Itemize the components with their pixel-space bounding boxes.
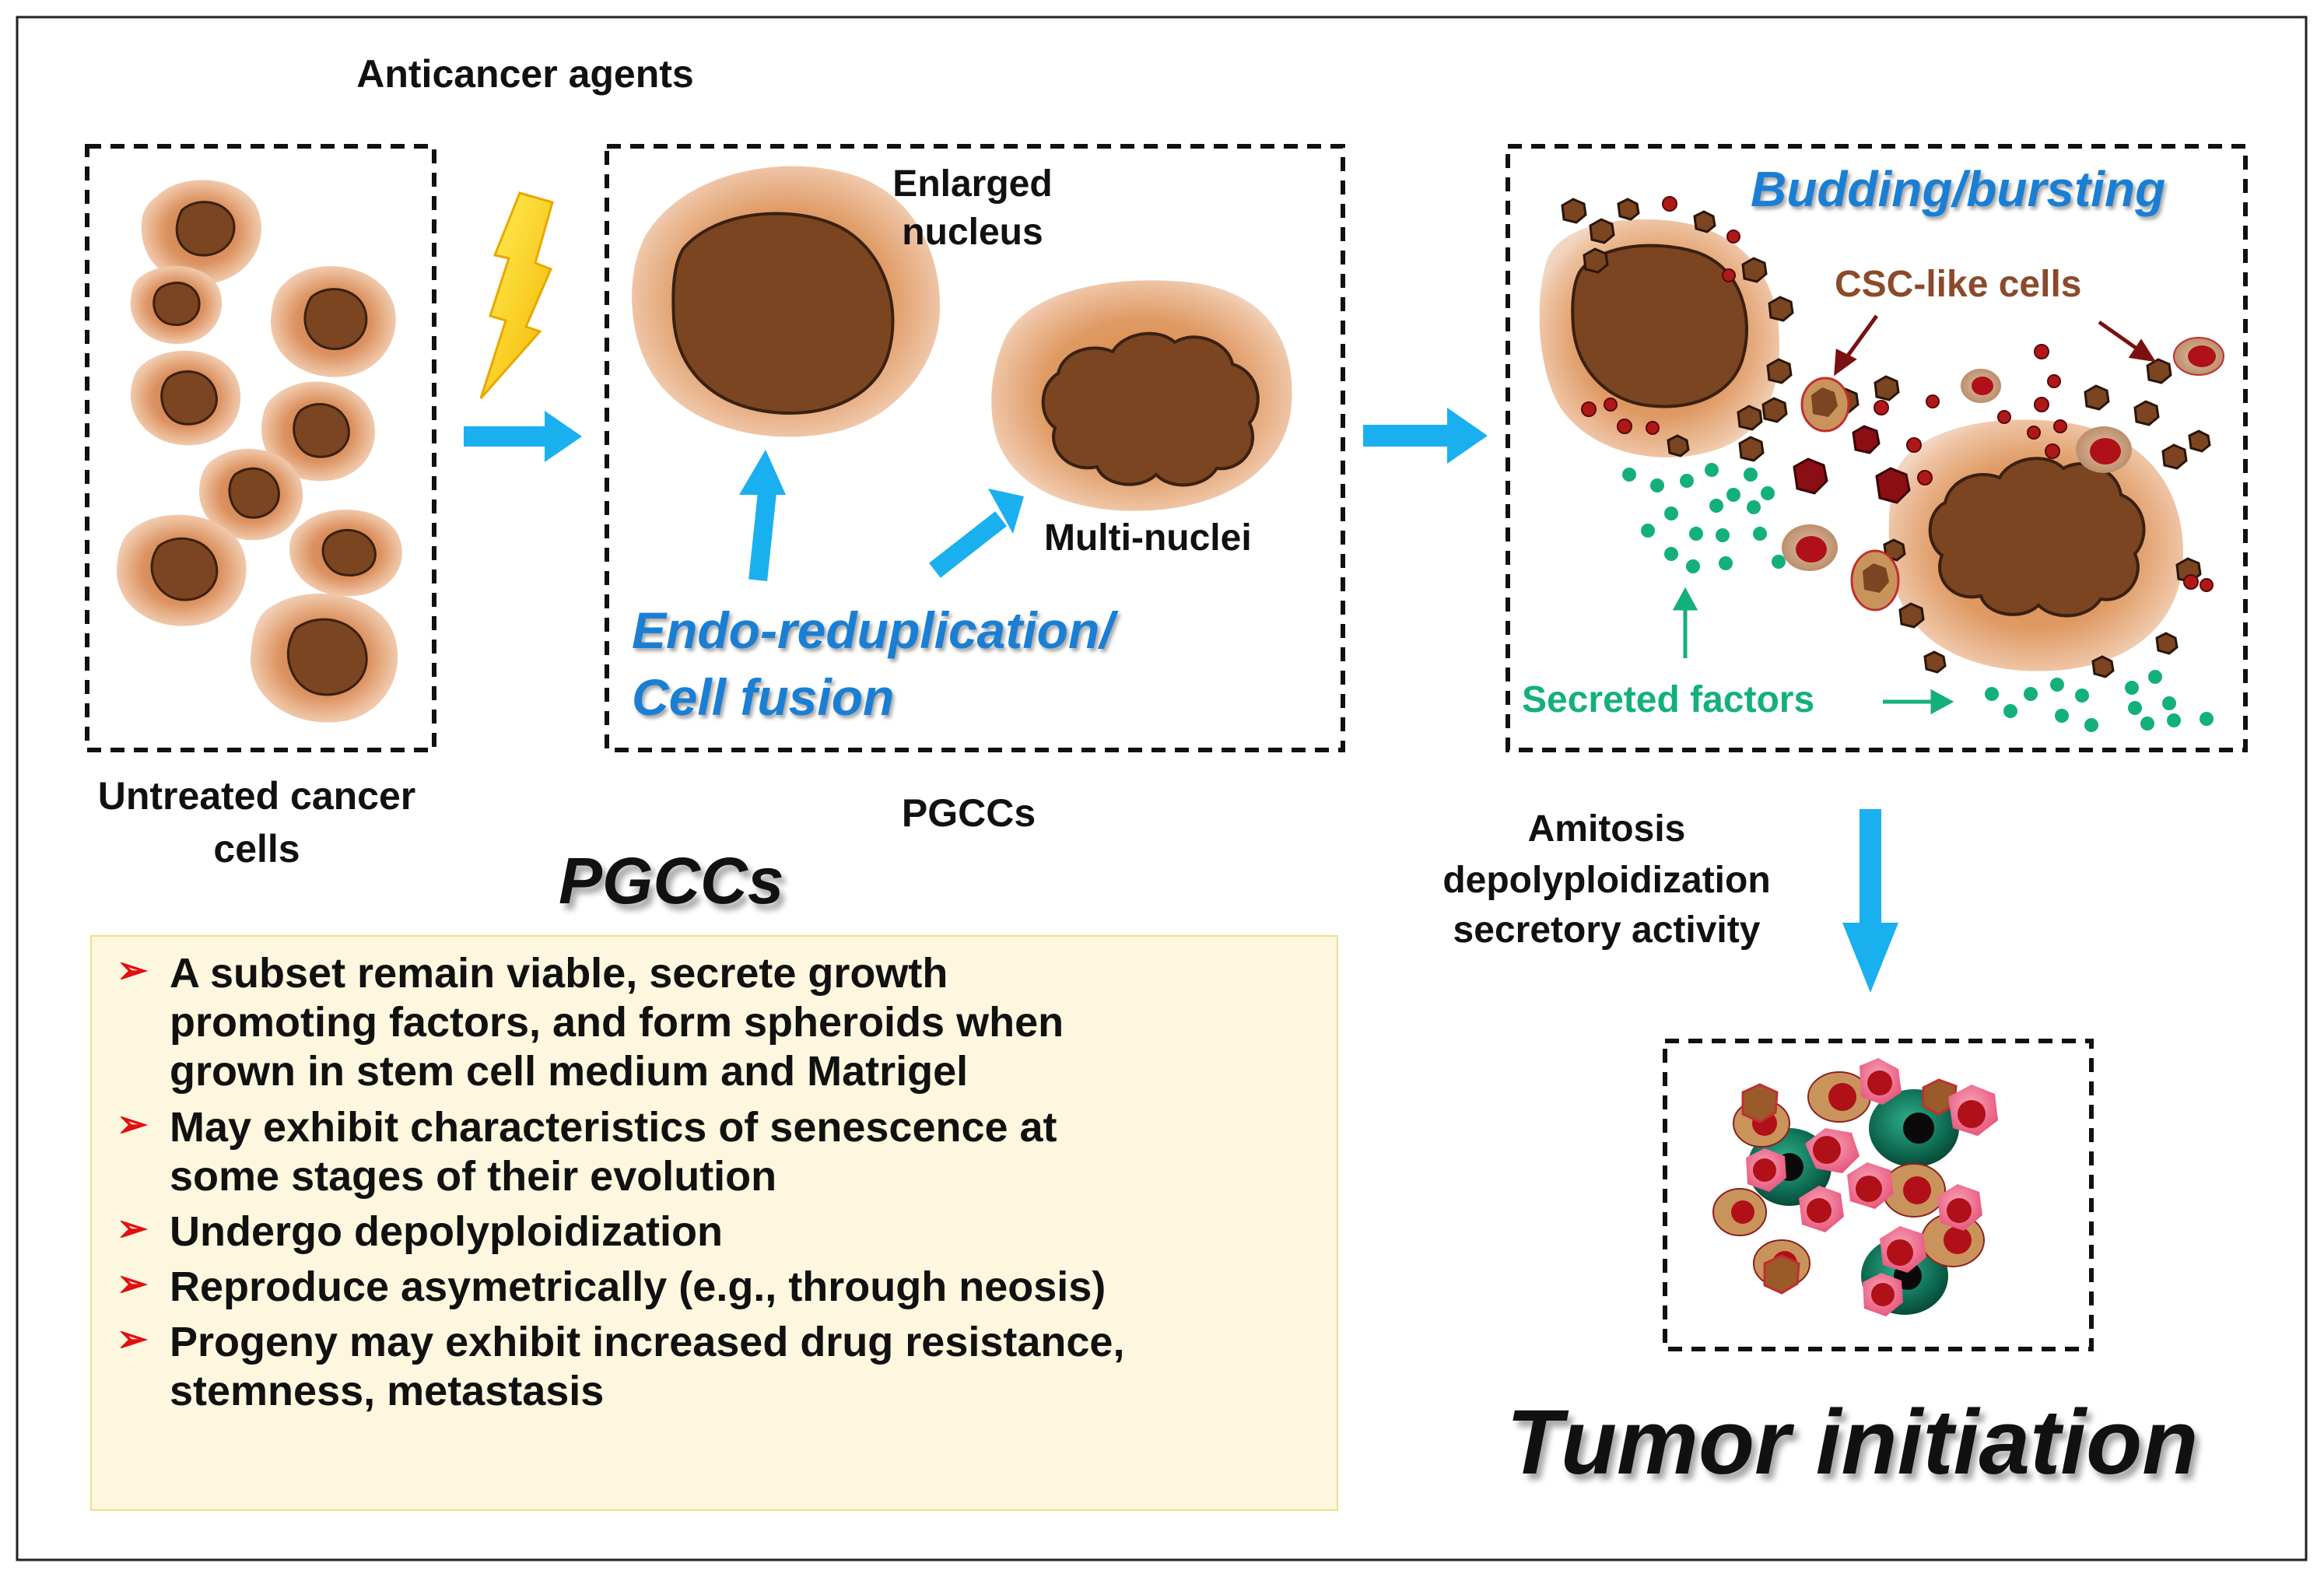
tumor-cell-cluster xyxy=(1712,1058,1998,1316)
arrow-to-pgcc xyxy=(464,411,582,462)
csc-like-cells-label: CSC-like cells xyxy=(1835,264,2082,305)
bullet-arrow-icon: ➢ xyxy=(117,950,149,991)
pgcc-formation-box xyxy=(605,144,1345,752)
csc-pointer-arrows xyxy=(1834,314,2157,377)
anticancer-agents-label: Anticancer agents xyxy=(356,52,694,96)
untreated-cells-box xyxy=(85,144,436,752)
tumor-box xyxy=(1663,1039,2094,1351)
lightning-bolt-icon xyxy=(479,191,554,399)
bullet-arrow-icon: ➢ xyxy=(117,1319,149,1361)
feature-item: ➢ Progeny may exhibit increased drug resi… xyxy=(92,1318,1337,1416)
red-particles xyxy=(1581,196,2214,592)
multi-nuclei-label: Multi-nuclei xyxy=(1044,517,1252,559)
feature-text: A subset remain viable, secrete growth p… xyxy=(170,950,1064,1095)
budding-pgcc-right xyxy=(1888,419,2184,671)
pgcc-enlarged-cell xyxy=(632,166,941,437)
amitosis-label-1: Amitosis xyxy=(1527,808,1686,850)
feature-text: Reproduce asymetrically (e.g., through n… xyxy=(170,1263,1106,1311)
pgcc-multinuclei-cell xyxy=(991,280,1292,511)
bullet-arrow-icon: ➢ xyxy=(117,1103,149,1145)
feature-item: ➢ A subset remain viable, secrete growth … xyxy=(92,949,1337,1097)
secreted-factor-dots xyxy=(1622,463,2214,732)
pgcc-features-list: ➢ A subset remain viable, secrete growth … xyxy=(92,937,1337,1417)
arrow-up-endo xyxy=(739,450,786,581)
secreted-pointer-arrows xyxy=(1672,587,1954,715)
enlarged-nucleus-label: Enlarged nucleus xyxy=(892,163,1053,254)
arrow-to-multinuclei xyxy=(929,489,1024,578)
red-blebs xyxy=(1793,425,1911,504)
budding-bursting-label: Budding/bursting xyxy=(1751,161,2166,217)
pgccs-heading: PGCCs xyxy=(559,844,784,917)
budding-particles xyxy=(1561,198,2211,678)
pgcc-features-box: ➢ A subset remain viable, secrete growth … xyxy=(90,935,1338,1511)
tumor-initiation-heading: Tumor initiation xyxy=(1506,1391,2199,1494)
cell-fusion-label: Cell fusion xyxy=(632,668,895,726)
outer-frame xyxy=(16,16,2308,1561)
secreted-factors-label: Secreted factors xyxy=(1522,679,1815,720)
untreated-cells xyxy=(116,180,402,723)
feature-item: ➢ Undergo depolyploidization xyxy=(92,1207,1337,1256)
csc-like-cells xyxy=(1782,337,2224,612)
budding-pgcc-left xyxy=(1539,219,1779,457)
bullet-arrow-icon: ➢ xyxy=(117,1207,149,1249)
arrow-to-budding xyxy=(1363,408,1488,464)
pgccs-caption: PGCCs xyxy=(901,791,1036,835)
endo-reduplication-label: Endo-reduplication/ xyxy=(632,601,1114,659)
feature-text: Undergo depolyploidization xyxy=(170,1207,723,1255)
arrow-down-to-tumor xyxy=(1842,809,1898,993)
bullet-arrow-icon: ➢ xyxy=(117,1263,149,1305)
untreated-cells-label: Untreated cancer cells xyxy=(97,774,416,871)
amitosis-label-3: secretory activity xyxy=(1453,909,1761,951)
amitosis-label-2: depolyploidization xyxy=(1442,860,1771,901)
budding-box xyxy=(1506,144,2248,752)
feature-text: Progeny may exhibit increased drug resis… xyxy=(170,1319,1125,1415)
feature-item: ➢ May exhibit characteristics of senescen… xyxy=(92,1103,1337,1201)
feature-item: ➢ Reproduce asymetrically (e.g., through … xyxy=(92,1263,1337,1312)
feature-text: May exhibit characteristics of senescenc… xyxy=(170,1103,1057,1200)
